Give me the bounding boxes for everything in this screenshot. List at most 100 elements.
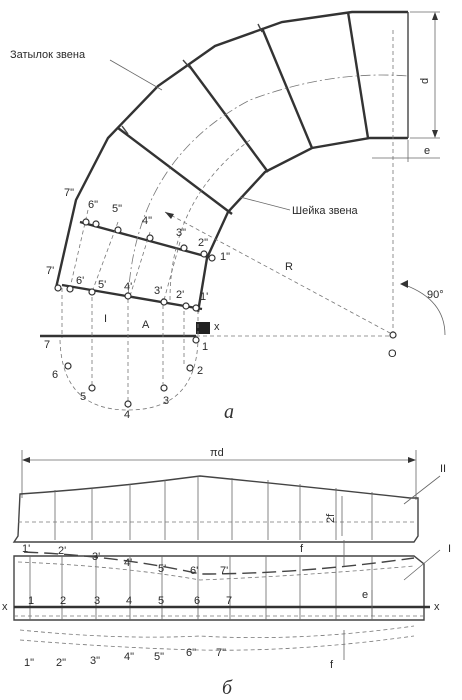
label-2f: 2f <box>325 513 337 523</box>
row-dp-7: 7" <box>216 647 226 659</box>
label-f1: f <box>300 543 304 555</box>
row-dp-2: 2" <box>56 657 66 669</box>
row-p-6: 6' <box>190 565 198 577</box>
pid-arrow-r <box>408 457 416 463</box>
dp-point-5 <box>114 226 122 234</box>
ptdp-label-4: 4" <box>142 215 152 227</box>
outer-contour <box>54 10 408 289</box>
ptdp-label-6: 6" <box>88 199 98 211</box>
joint-6 <box>346 11 370 139</box>
ptp-label-7: 7' <box>46 265 54 277</box>
leader-zatylok <box>109 59 163 91</box>
pt-label-2: 2 <box>197 365 203 377</box>
joint-4 <box>187 63 269 173</box>
label-sheika: Шейка звена <box>292 205 359 217</box>
p-point-2 <box>182 302 190 310</box>
row-dp-3: 3" <box>90 655 100 667</box>
x-marker <box>196 322 210 334</box>
joint-5 <box>260 27 314 149</box>
row-1: 1 <box>28 595 34 607</box>
joint-3 <box>117 127 233 215</box>
caption-b: б <box>222 677 233 699</box>
row-p-4: 4' <box>124 557 132 569</box>
tick-1 <box>121 125 129 135</box>
row-dp-6: 6" <box>186 647 196 659</box>
dp-point-4 <box>146 234 154 242</box>
label-pid: πd <box>210 447 224 459</box>
label-f2: f <box>330 659 334 671</box>
inner-contour <box>196 136 408 313</box>
row-7: 7 <box>226 595 232 607</box>
pid-arrow-l <box>22 457 30 463</box>
part-I-outline <box>13 555 425 621</box>
part-II-verticals <box>54 476 373 540</box>
radius-line <box>164 211 391 334</box>
label-x-right: x <box>434 601 440 613</box>
row-dp-1: 1" <box>24 657 34 669</box>
row-p-7: 7' <box>220 565 228 577</box>
ptdp-label-5: 5" <box>112 203 122 215</box>
label-x-left: x <box>2 601 8 613</box>
s-dash-2 <box>91 221 119 293</box>
hc-point-5 <box>88 384 96 392</box>
label-II: II <box>440 463 446 475</box>
row-2: 2 <box>60 595 66 607</box>
row-4: 4 <box>126 595 132 607</box>
label-d: d <box>419 78 431 84</box>
dp-point-1 <box>208 254 216 262</box>
ptp-label-1: 1' <box>200 291 208 303</box>
row-p-5: 5' <box>158 563 166 575</box>
label-zatylok: Затылок звена <box>10 49 86 61</box>
hc-point-3 <box>160 384 168 392</box>
ptp-label-3: 3' <box>154 285 162 297</box>
pt-label-4: 4 <box>124 409 130 421</box>
half-circle <box>59 339 199 411</box>
ptdp-label-7: 7" <box>64 187 74 199</box>
pt-label-3: 3 <box>163 395 169 407</box>
ptp-label-6: 6' <box>76 275 84 287</box>
ptp-label-2: 2' <box>176 289 184 301</box>
center-arc <box>127 74 409 301</box>
bottom-curve <box>19 625 415 639</box>
ptdp-label-1: 1" <box>220 251 230 263</box>
p-point-4 <box>124 292 132 300</box>
joint-1 <box>61 283 203 311</box>
pt-label-7: 7 <box>44 339 50 351</box>
leader-sheika <box>239 196 291 211</box>
label-e-b: e <box>362 589 368 601</box>
dp-point-3 <box>180 244 188 252</box>
dp-point-7 <box>82 218 90 226</box>
tick-2 <box>182 59 191 69</box>
elbow-drawing: d e <box>10 10 446 423</box>
p-point-5 <box>88 288 96 296</box>
p-point-7 <box>54 284 62 292</box>
label-R: R <box>285 261 293 273</box>
part-I-verticals <box>29 556 373 620</box>
point-O <box>389 331 397 339</box>
row-3: 3 <box>94 595 100 607</box>
row-6: 6 <box>194 595 200 607</box>
pt-label-5: 5 <box>80 391 86 403</box>
ptdp-label-2: 2" <box>198 237 208 249</box>
pt-label-6: 6 <box>52 369 58 381</box>
dashed-inner-arc <box>169 139 251 301</box>
caption-a: а <box>224 401 234 423</box>
label-A: A <box>142 319 150 331</box>
hc-point-2 <box>186 364 194 372</box>
leader-I <box>403 549 441 581</box>
row-p-2: 2' <box>58 545 66 557</box>
label-x-top: x <box>214 321 220 333</box>
d-arrow-top <box>432 12 438 20</box>
development-drawing: πd <box>2 447 451 699</box>
radius-arrow <box>165 212 174 219</box>
label-angle: 90° <box>427 289 444 301</box>
s-dash-4 <box>163 241 181 301</box>
hc-point-1 <box>192 336 200 344</box>
s-dash-3 <box>129 231 151 297</box>
d-arrow-bot <box>432 130 438 138</box>
ptp-label-5: 5' <box>98 279 106 291</box>
prime-curve <box>23 551 415 575</box>
label-e: e <box>424 145 430 157</box>
dp-point-6 <box>92 220 100 228</box>
p-point-1 <box>192 304 200 312</box>
